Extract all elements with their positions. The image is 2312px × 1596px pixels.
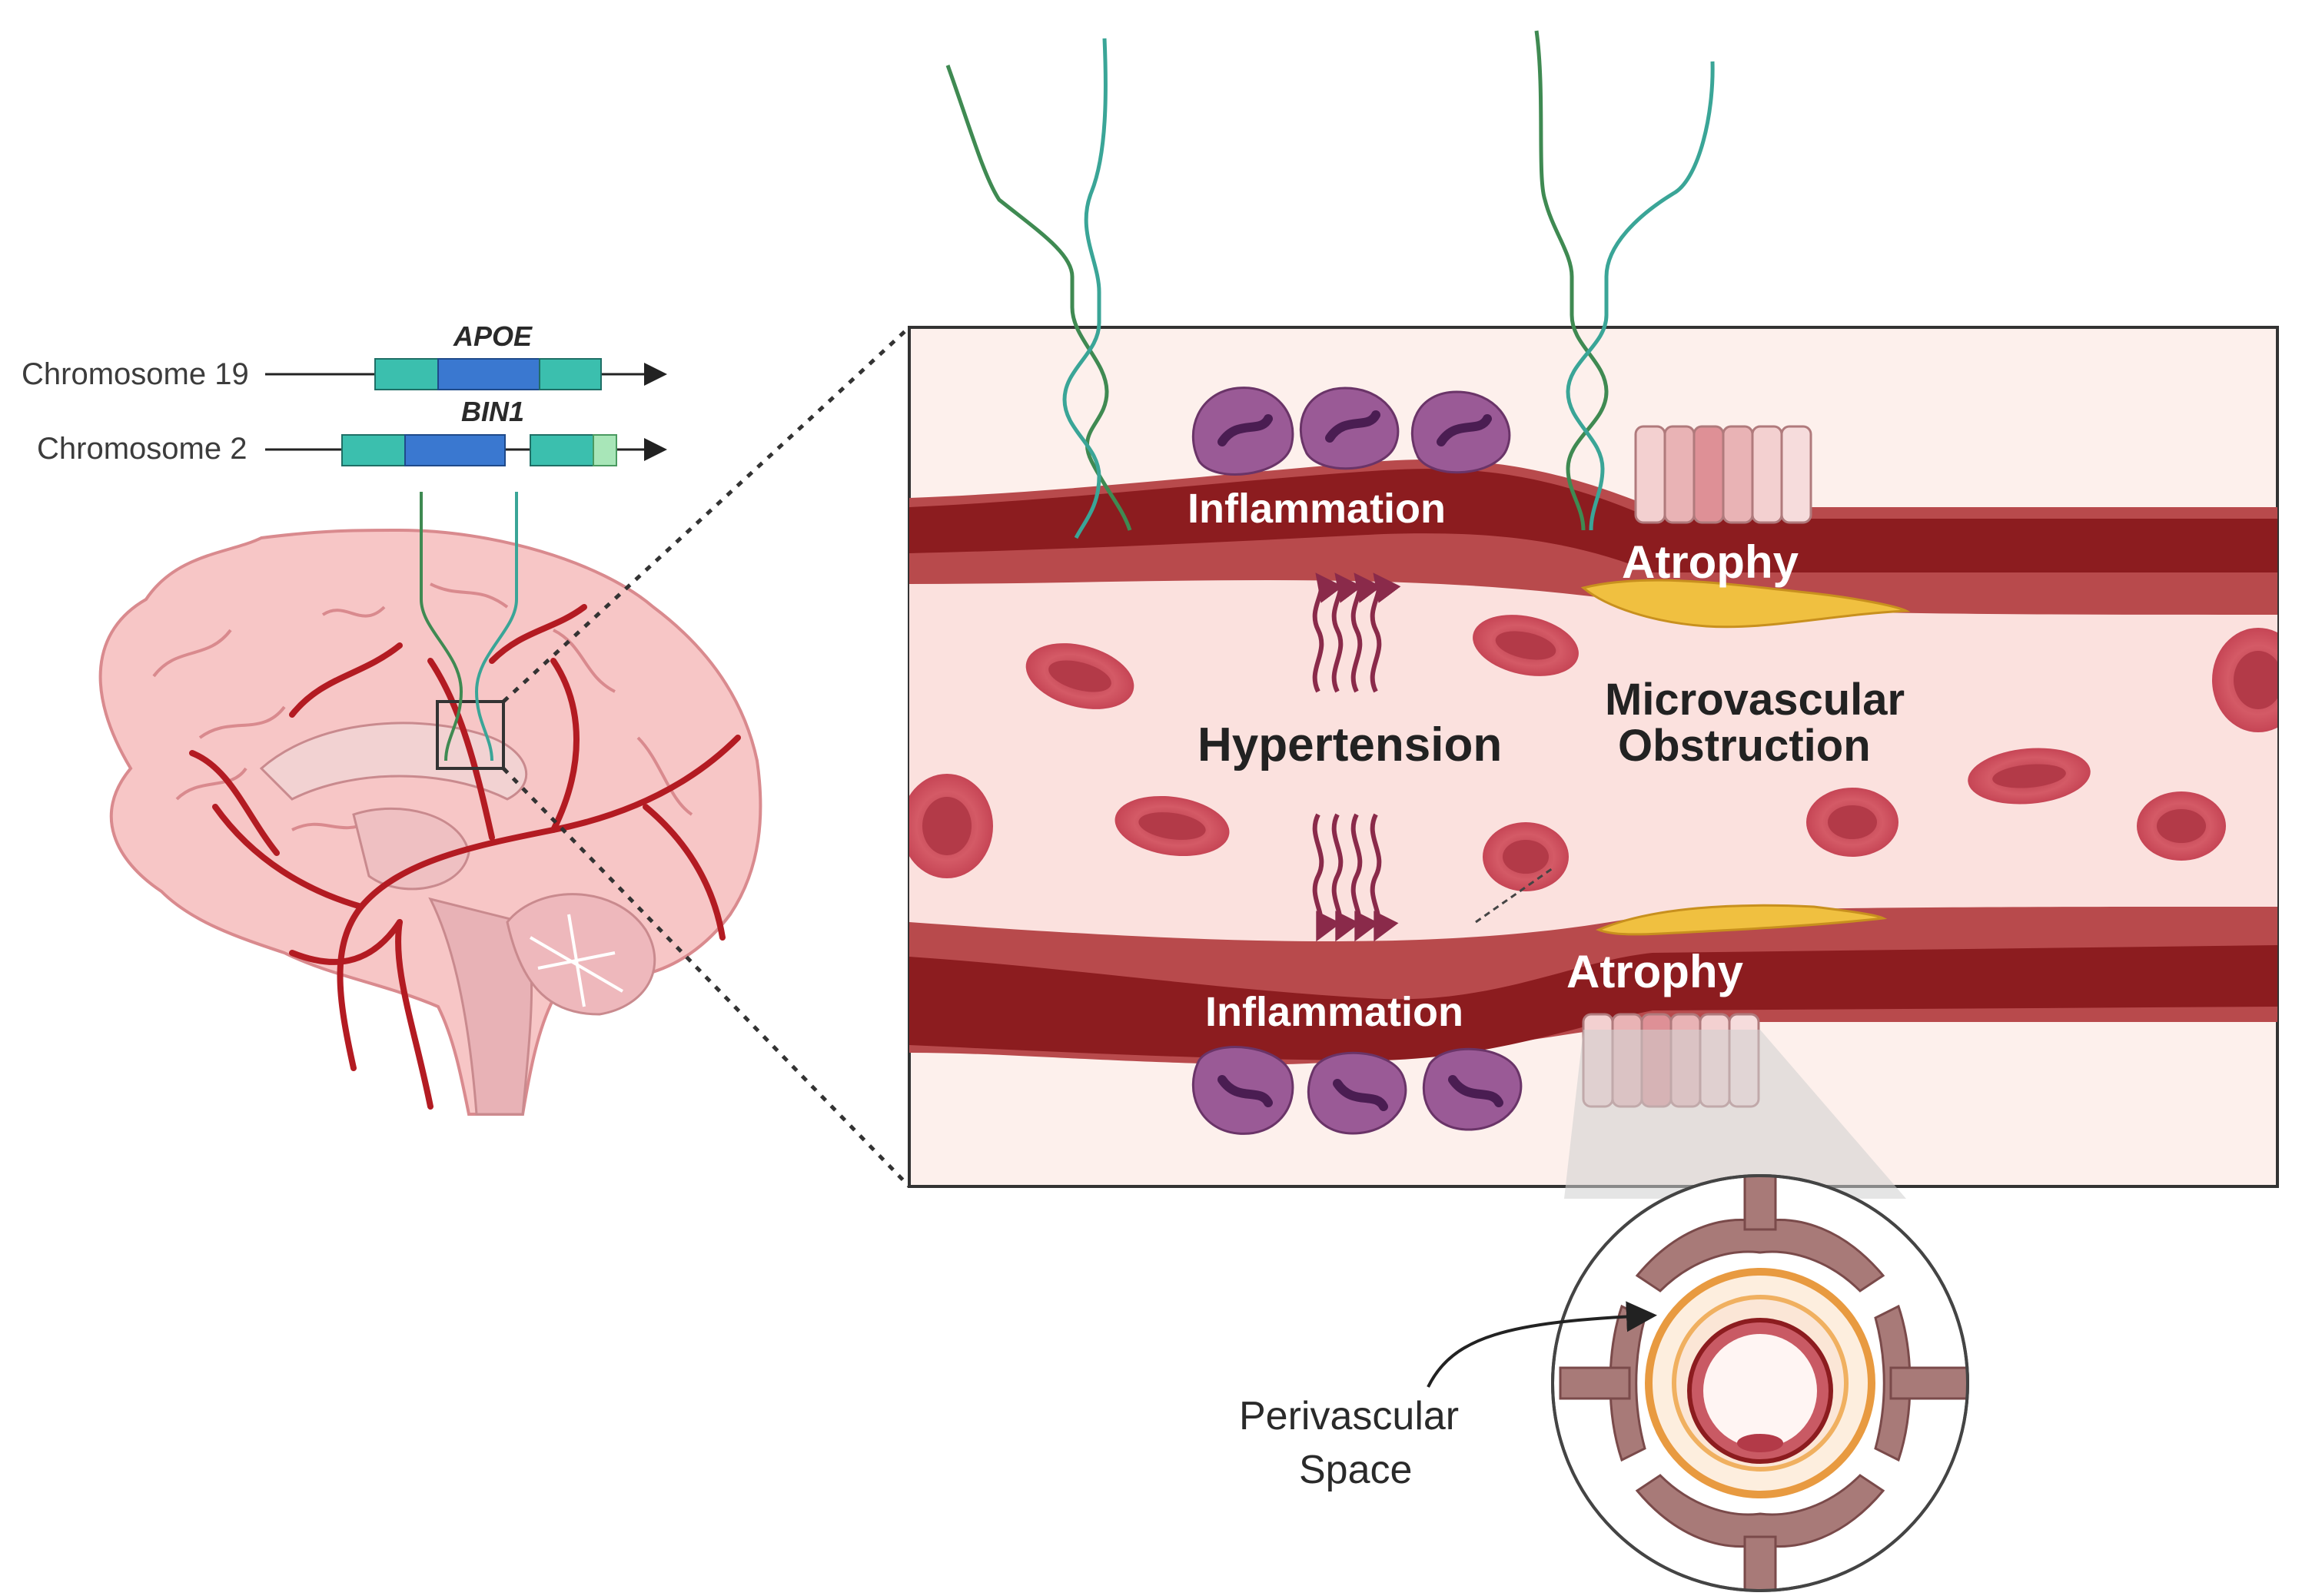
inflammation-bottom-label: Inflammation (1205, 989, 1463, 1035)
inset-projection (1564, 1030, 1906, 1199)
thalamus (352, 807, 470, 891)
obstruction-line1: Microvascular (1605, 675, 1905, 725)
atrophy-bottom-label: Atrophy (1566, 946, 1744, 997)
brain-dna-strand (420, 492, 518, 762)
apoe-exon-right (539, 358, 602, 390)
hypertension-label: Hypertension (1198, 718, 1502, 771)
inflammation-top-label: Inflammation (1188, 486, 1446, 532)
apoe-gene-label: APOE (453, 320, 533, 352)
obstruction-line2: Obstruction (1618, 721, 1871, 771)
immune-cells-bottom (1191, 1046, 1523, 1135)
obstruction-pointer (1475, 867, 1553, 924)
apoe-exon-left (374, 358, 439, 390)
plaque-top (1580, 579, 1911, 629)
bin1-exon-4 (593, 434, 617, 466)
brain-arteries (189, 604, 741, 1110)
corpus-callosum (259, 722, 528, 801)
cerebellum (506, 893, 656, 1016)
apoe-exon-mid (437, 358, 540, 390)
perivascular-label-line1: Perivascular (1239, 1394, 1459, 1438)
perivascular-pointer (1427, 1301, 1657, 1388)
vessel-lumen (909, 580, 2277, 952)
chromosome-2-label: Chromosome 2 (37, 432, 247, 466)
zoom-line-top (502, 326, 911, 703)
gene-diagram: Chromosome 19 APOE Chromosome 2 BIN1 (22, 320, 667, 466)
bin1-exon-3 (530, 434, 594, 466)
zoom-line-bottom (502, 767, 911, 1188)
hypertension-arrows (1312, 572, 1401, 942)
vessel-dna-strands (945, 30, 1715, 539)
brain-illustration (98, 528, 762, 1116)
atrophy-top-label: Atrophy (1622, 536, 1799, 588)
perivascular-inset: Perivascular Space (1239, 1030, 1969, 1592)
bin1-exon-2 (404, 434, 506, 466)
perivascular-label-line2: Space (1299, 1448, 1412, 1492)
endothelial-cells-top (1634, 425, 1812, 524)
chromosome-19-label: Chromosome 19 (22, 357, 249, 391)
zoom-box (436, 700, 505, 770)
bin1-gene-label: BIN1 (461, 396, 524, 427)
bin1-exon-1 (341, 434, 406, 466)
astrocyte-endfeet (1559, 1176, 1968, 1591)
red-blood-cells (909, 615, 2277, 891)
plaque-bottom (1596, 904, 1888, 936)
immune-cells-top (1191, 387, 1511, 476)
